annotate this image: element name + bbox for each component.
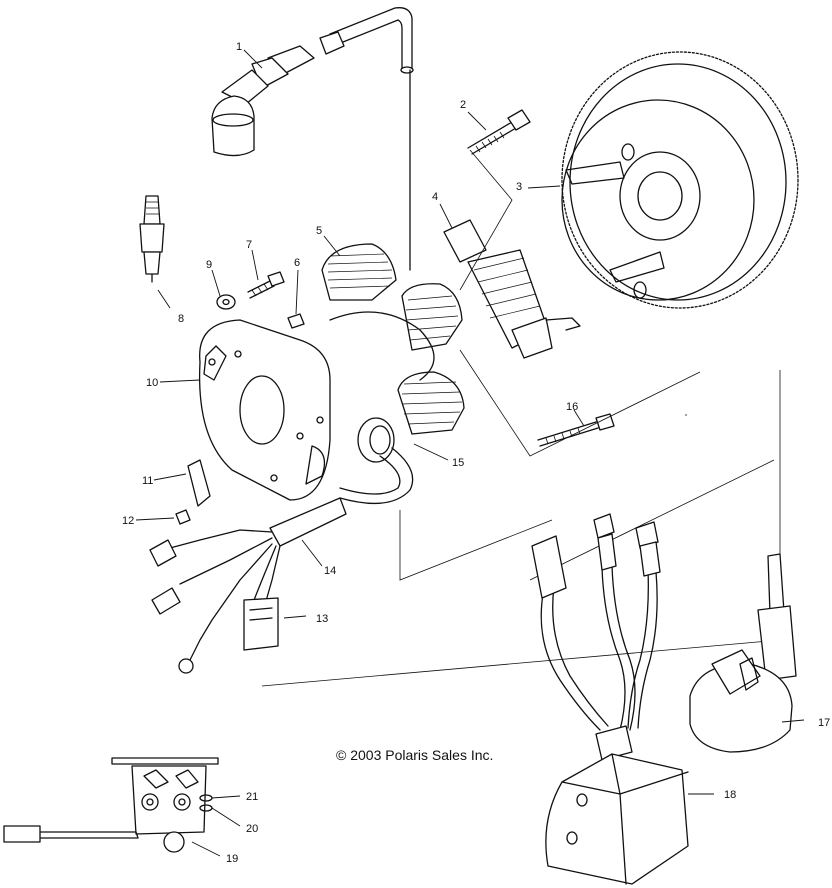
spark-plug-icon [139, 195, 165, 283]
bolt-icon [409, 69, 531, 271]
callout-17: 17 [818, 717, 830, 729]
flywheel-icon [561, 51, 799, 309]
callout-labels: 1 2 3 4 5 6 7 8 9 10 11 12 13 14 15 16 1… [122, 41, 830, 865]
callout-19: 19 [226, 853, 238, 865]
callout-15: 15 [452, 457, 464, 469]
callout-3: 3 [516, 181, 522, 193]
ignition-coil-icon [689, 553, 797, 753]
cdi-box-icon [531, 513, 689, 885]
callout-1: 1 [236, 41, 242, 53]
callout-4: 4 [432, 191, 438, 203]
callout-21: 21 [246, 791, 258, 803]
exciter-coil-icon [443, 219, 581, 359]
callout-12: 12 [122, 515, 134, 527]
callout-18: 18 [724, 789, 736, 801]
callout-13: 13 [316, 613, 328, 625]
clip-icon [175, 459, 211, 525]
copyright-notice: © 2003 Polaris Sales Inc. [336, 747, 493, 763]
callout-5: 5 [316, 225, 322, 237]
callout-14: 14 [324, 565, 336, 577]
bolt-icon [537, 413, 615, 447]
callout-6: 6 [294, 257, 300, 269]
washer-icon [216, 294, 236, 310]
connector-icon [243, 597, 279, 651]
callout-9: 9 [206, 259, 212, 271]
grommet-icon [357, 417, 395, 463]
callout-2: 2 [460, 99, 466, 111]
sensor-bracket-icon [3, 757, 219, 853]
callout-8: 8 [178, 313, 184, 325]
callout-20: 20 [246, 823, 258, 835]
screw-icon [247, 271, 305, 329]
leader-lines [135, 49, 805, 857]
callout-16: 16 [566, 401, 578, 413]
callout-11: 11 [142, 475, 153, 487]
callout-7: 7 [246, 239, 252, 251]
spark-plug-cap-icon [211, 7, 414, 157]
stator-coil-icon [321, 243, 465, 435]
stator-plate-icon [198, 319, 331, 501]
callout-10: 10 [146, 377, 158, 389]
